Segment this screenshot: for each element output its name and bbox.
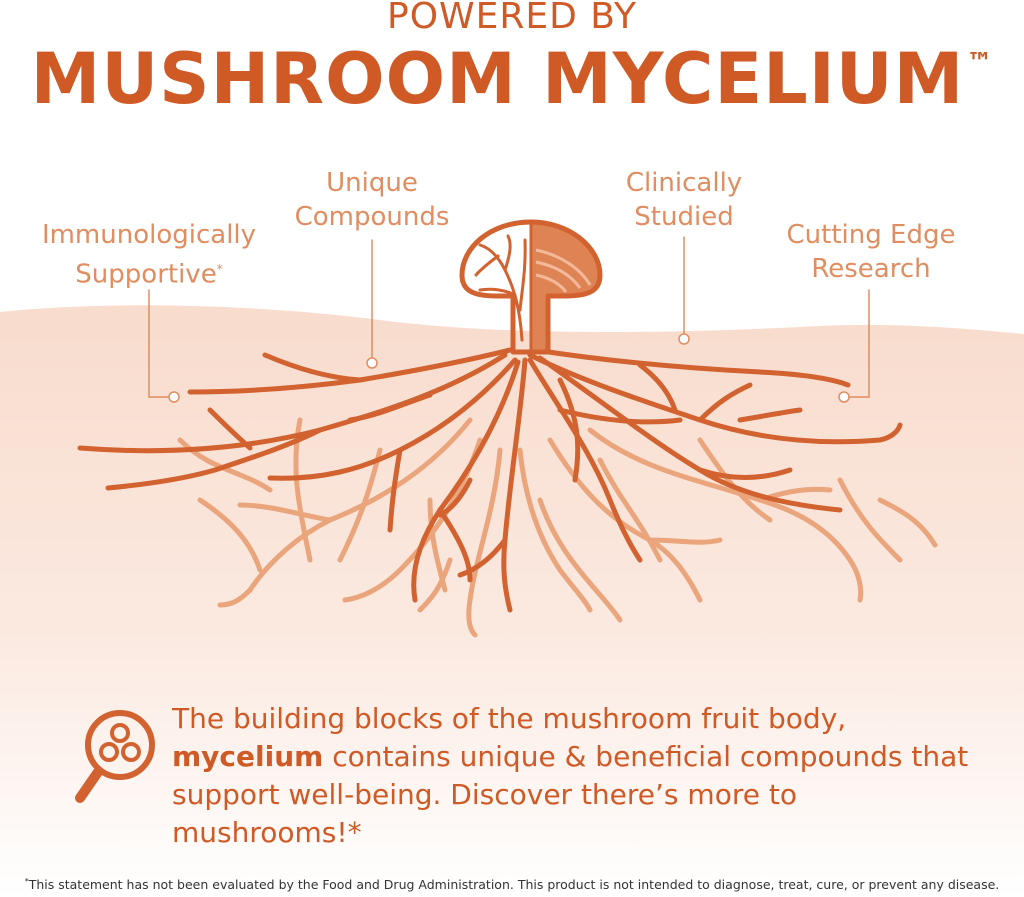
callout-immunologically-line2: Supportive bbox=[75, 259, 217, 290]
body-text-bold: mycelium bbox=[172, 740, 324, 773]
callout-cutting-line2: Research bbox=[811, 254, 931, 284]
callout-clinically-line1: Clinically bbox=[625, 168, 743, 198]
callout-immunologically: Immunologically Supportive* bbox=[40, 218, 258, 292]
main-roots bbox=[77, 347, 903, 613]
callout-cutting: Cutting Edge Research bbox=[776, 218, 966, 286]
body-text: The building blocks of the mushroom frui… bbox=[172, 700, 992, 852]
callout-unique: Unique Compounds bbox=[282, 166, 462, 234]
pre-title: POWERED BY bbox=[386, 0, 638, 37]
disclaimer-text: This statement has not been evaluated by… bbox=[28, 877, 1000, 893]
callout-dot-clinically bbox=[678, 333, 690, 345]
callout-dot-cutting bbox=[838, 391, 850, 403]
callout-clinically: Clinically Studied bbox=[604, 166, 764, 234]
callout-unique-line2: Compounds bbox=[294, 202, 450, 232]
main-title: MUSHROOM MYCELIUM™ bbox=[0, 38, 1024, 120]
disclaimer-mark: * bbox=[24, 877, 29, 886]
body-text-start: The building blocks of the mushroom frui… bbox=[172, 702, 847, 735]
main-title-text: MUSHROOM MYCELIUM bbox=[30, 38, 965, 120]
callout-unique-line1: Unique bbox=[326, 168, 418, 198]
callout-immunologically-line2-wrap: Supportive* bbox=[40, 252, 258, 292]
callout-lines bbox=[148, 236, 870, 398]
callout-cutting-line1: Cutting Edge bbox=[786, 220, 956, 250]
trademark-mark: ™ bbox=[966, 48, 994, 78]
callout-dot-unique bbox=[366, 357, 378, 369]
callout-immunologically-line1: Immunologically bbox=[41, 220, 257, 250]
mushroom-icon bbox=[459, 219, 603, 355]
disclaimer: *This statement has not been evaluated b… bbox=[0, 877, 1024, 892]
callout-dot-immunologically bbox=[168, 391, 180, 403]
body-text-end: contains unique & beneficial compounds t… bbox=[172, 740, 969, 849]
callout-clinically-line2: Studied bbox=[634, 202, 734, 232]
outer-roots bbox=[177, 417, 938, 638]
callout-asterisk: * bbox=[216, 262, 223, 276]
